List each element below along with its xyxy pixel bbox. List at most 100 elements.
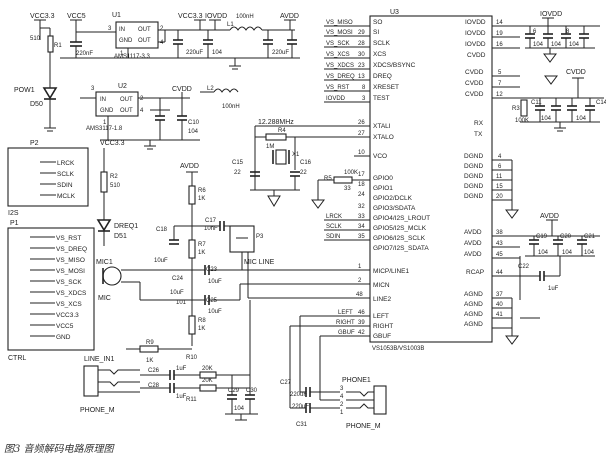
c23-value: 10uF [208, 279, 222, 285]
svg-text:IOVDD: IOVDD [465, 41, 486, 48]
u1-pin-out2: OUT [138, 38, 151, 44]
svg-text:DGND: DGND [464, 183, 483, 190]
cap-104-avdd-1: 104 [538, 250, 549, 256]
net-left: LEFT [338, 310, 353, 316]
r4-resistor [265, 133, 287, 141]
r10-value: 20K [202, 366, 213, 372]
r11-value: 20K [202, 378, 213, 384]
u3-left-spi: VS_MISO VS_MOSI VS_SCK VS_XCS VS_XDCS VS… [324, 19, 416, 103]
cap-value-220nf: 220nF [76, 51, 93, 57]
u3-net-vs-rst: VS_RST [326, 85, 350, 91]
iovdd-label-2: IOVDD [540, 11, 562, 18]
svg-text:41: 41 [496, 312, 503, 318]
cap-104-3: 104 [234, 406, 245, 412]
cap-label-6: 6 [533, 29, 537, 35]
svg-text:DGND: DGND [464, 173, 483, 180]
l1-value: 100nH [236, 14, 254, 20]
c28-ref: C28 [148, 383, 160, 389]
u3-num-23: 23 [358, 63, 365, 69]
line-in-jack [83, 365, 99, 397]
u2-part: AMS3117-1.8 [86, 126, 123, 132]
u3-net-sclk: SCLK [326, 224, 342, 230]
u2-regulator [95, 91, 139, 117]
c17-ref: C17 [205, 218, 217, 224]
c15-ref: C15 [232, 160, 244, 166]
line-in-phone-label: PHONE_M [80, 407, 115, 414]
ctrl-pin-vs-xcs: VS_XCS [56, 301, 82, 308]
c16-ref: C16 [300, 160, 312, 166]
u3-net-lrck: LRCK [326, 214, 342, 220]
phone-contact-1 [346, 391, 374, 397]
svg-text:CVDD: CVDD [465, 80, 484, 87]
u3-vs1053b [369, 15, 493, 343]
u3-net-vs-dreq: VS_DREQ [326, 74, 355, 80]
vcc33-label-1: VCC3.3 [30, 13, 55, 20]
u3-ref: U3 [390, 9, 399, 16]
u2-output-caps [100, 98, 200, 150]
svg-text:TX: TX [474, 131, 483, 138]
u3-pin-gbuf: GBUF [373, 333, 391, 340]
r11-resistor [199, 384, 217, 392]
u3-net-vs-sck: VS_SCK [326, 41, 350, 47]
u3-num-46: 46 [358, 310, 365, 316]
c24-ref: C24 [172, 276, 184, 282]
u1-output-caps [170, 30, 300, 70]
vcc33-label-2: VCC3.3 [178, 13, 203, 20]
i2s-pin-sclk: SCLK [57, 171, 75, 178]
svg-text:37: 37 [496, 292, 503, 298]
u1-pin-gnd: GND [119, 38, 133, 44]
r4-ref: R4 [278, 128, 286, 134]
cap-104-iovdd-1: 104 [533, 42, 544, 48]
cap-104-avdd-2: 104 [562, 250, 573, 256]
net-gbuf: GBUF [338, 330, 355, 336]
cvdd-label-1: CVDD [172, 86, 192, 93]
phone-ref: PHONE1 [342, 377, 371, 384]
svg-text:CVDD: CVDD [467, 52, 486, 59]
line-in-ref: LINE_IN1 [84, 356, 114, 363]
u3-num-1: 1 [358, 264, 362, 270]
svg-text:4: 4 [498, 154, 502, 160]
c25-ref: C25 [206, 298, 218, 304]
ctrl-pin-vs-sck: VS_SCK [56, 279, 82, 286]
r5-value: 100K [344, 170, 358, 176]
figure-caption: 图3 音频解码电路原理图 [4, 443, 116, 455]
u3-num-32: 32 [358, 204, 365, 210]
cap-104-iovdd-2: 104 [551, 42, 562, 48]
u2-num-1: 1 [103, 120, 107, 126]
svg-text:20: 20 [496, 194, 503, 200]
svg-text:14: 14 [496, 20, 503, 26]
r9-ref: R9 [146, 340, 154, 346]
u1-part: AMS1117-3.3 [114, 54, 150, 60]
u3-pin-right: RIGHT [373, 323, 393, 330]
svg-text:40: 40 [496, 302, 503, 308]
c10-label: C10 [188, 120, 200, 126]
u3-right-pins: IOVDD IOVDD IOVDD CVDD CVDD CVDD CVDD RX… [464, 19, 520, 336]
u3-pin-gpio2: GPIO2/DCLK [373, 195, 413, 202]
c26-value: 1uF [176, 366, 187, 372]
c19-ref: C19 [536, 234, 548, 240]
svg-text:11: 11 [496, 174, 503, 180]
r3-value: 100K [515, 118, 529, 124]
svg-text:7: 7 [498, 81, 502, 87]
r3-ref: R3 [512, 106, 520, 112]
pow-led-d50: D50 [30, 101, 43, 108]
svg-text:CVDD: CVDD [465, 69, 484, 76]
u3-pin-vco: VCO [373, 153, 387, 160]
ctrl-pins: VS_RST VS_DREQ VS_MISO VS_MOSI VS_SCK VS… [30, 235, 87, 341]
u3-pin-line2: LINE2 [373, 296, 391, 303]
phone-jack-label: PHONE_M [346, 423, 381, 430]
u3-pin-xdcs: XDCS/BSYNC [373, 62, 416, 69]
u3-num-29: 29 [358, 30, 365, 36]
r8-value: 1K [198, 326, 205, 332]
phone-jack [373, 385, 387, 415]
svg-text:RCAP: RCAP [466, 269, 484, 276]
c15-value: 22 [234, 170, 241, 176]
r6-ref: R6 [198, 188, 206, 194]
u3-pin-dreq: DREQ [373, 73, 392, 80]
cap-104-avdd-3: 104 [584, 250, 595, 256]
u3-net-vs-xdcs: VS_XDCS [326, 63, 354, 69]
cap-220uf-2: 220uF [272, 50, 289, 56]
ctrl-pin-vs-miso: VS_MISO [56, 257, 85, 264]
